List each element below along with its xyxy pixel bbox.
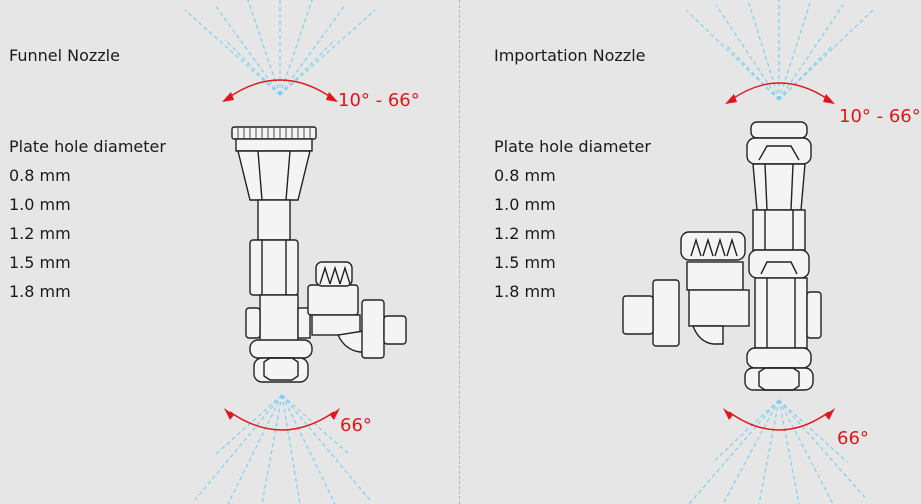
spray-cone-top xyxy=(685,0,874,101)
panel-divider xyxy=(459,0,460,504)
arrowhead-left-top xyxy=(725,94,737,104)
list-item: 0.8 mm xyxy=(9,166,71,185)
panel-title: Importation Nozzle xyxy=(494,46,646,65)
importation-nozzle-illustration xyxy=(622,0,874,504)
angle-arc-top xyxy=(227,79,333,99)
angle-arc-bottom xyxy=(229,411,335,431)
list-item: 1.8 mm xyxy=(494,282,556,301)
plate-hole-diameter-heading: Plate hole diameter xyxy=(494,137,651,156)
panel-title: Funnel Nozzle xyxy=(9,46,120,65)
list-item: 1.5 mm xyxy=(494,253,556,272)
spray-angle-bottom-label: 66° xyxy=(340,415,372,436)
angle-arc-top xyxy=(730,82,830,101)
arrowhead-right-bottom xyxy=(825,408,835,420)
spray-cone-bottom xyxy=(688,399,868,504)
arrowhead-right-bottom xyxy=(330,408,340,420)
plate-hole-diameter-heading: Plate hole diameter xyxy=(9,137,166,156)
importation-nozzle-panel: Importation Nozzle Plate hole diameter 0… xyxy=(461,0,921,504)
list-item: 1.2 mm xyxy=(494,224,556,243)
arrowhead-left-bottom xyxy=(224,408,234,420)
spray-angle-top-label: 10° - 66° xyxy=(338,90,420,111)
list-item: 1.5 mm xyxy=(9,253,71,272)
arrowhead-left-top xyxy=(222,92,234,102)
spray-cone-bottom xyxy=(194,394,371,504)
funnel-nozzle-body xyxy=(231,126,407,383)
hole-diameter-list: 0.8 mm 1.0 mm 1.2 mm 1.5 mm 1.8 mm xyxy=(9,165,71,310)
list-item: 1.2 mm xyxy=(9,224,71,243)
list-item: 0.8 mm xyxy=(494,166,556,185)
hole-diameter-list: 0.8 mm 1.0 mm 1.2 mm 1.5 mm 1.8 mm xyxy=(494,165,556,310)
funnel-nozzle-illustration xyxy=(184,0,407,504)
list-item: 1.0 mm xyxy=(494,195,556,214)
importation-nozzle-body xyxy=(622,121,822,391)
funnel-nozzle-panel: Funnel Nozzle Plate hole diameter 0.8 mm… xyxy=(0,0,460,504)
angle-arc-bottom xyxy=(728,411,830,431)
spray-angle-bottom-label: 66° xyxy=(837,428,869,449)
arrowhead-right-top xyxy=(326,92,338,102)
spray-cone-top xyxy=(184,0,376,96)
arrowhead-right-top xyxy=(823,94,835,104)
arrowhead-left-bottom xyxy=(723,408,733,420)
spray-angle-top-label: 10° - 66° xyxy=(839,106,921,127)
list-item: 1.8 mm xyxy=(9,282,71,301)
list-item: 1.0 mm xyxy=(9,195,71,214)
